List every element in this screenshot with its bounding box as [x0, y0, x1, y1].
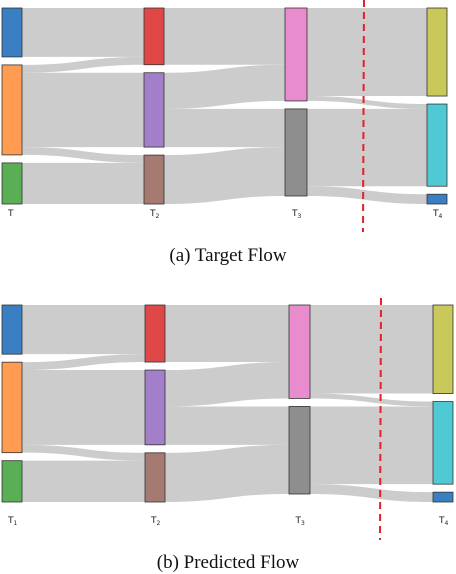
flow-link [307, 8, 427, 97]
flow-link [164, 108, 285, 148]
axis-label-2: T2 [149, 209, 160, 220]
flow-link [165, 305, 289, 363]
stage-nodes [1, 304, 454, 503]
axis-label-1: T [7, 209, 14, 219]
flow-links [22, 8, 427, 204]
flow-link [164, 8, 285, 65]
flow-link [164, 64, 285, 109]
stage-node-c2 [284, 108, 308, 197]
predicted-flow-caption: (b) Predicted Flow [157, 552, 300, 573]
flow-link [22, 354, 145, 371]
axis-label-4: T4 [438, 516, 449, 527]
axis-label-1: T1 [7, 516, 18, 527]
stage-node-d2 [432, 401, 454, 485]
stage-node-b1 [144, 304, 166, 363]
flow-link [307, 108, 427, 187]
flow-link [22, 444, 145, 461]
stage-node-d2 [426, 103, 448, 187]
flow-link [165, 362, 289, 407]
flow-link [22, 162, 144, 204]
stage-node-c1 [284, 7, 308, 102]
stage-node-a1 [1, 7, 23, 58]
flow-link [310, 406, 433, 485]
flow-link [22, 72, 144, 148]
stage-node-d1 [426, 7, 448, 97]
flow-link [307, 186, 427, 204]
target-flow-caption: (a) Target Flow [169, 245, 286, 266]
stage-node-d3 [426, 193, 448, 205]
flow-link [165, 444, 289, 502]
axis-label-3: T3 [295, 516, 306, 527]
flow-link [164, 147, 285, 204]
stage-node-a3 [1, 162, 23, 205]
axis-label-3: T3 [291, 209, 302, 220]
stage-node-b3 [143, 154, 165, 205]
stage-nodes [1, 7, 448, 205]
flow-link [22, 305, 145, 355]
flow-link [310, 393, 433, 407]
predicted-flow-panel: T1 T2 T3 T4 [1, 297, 454, 541]
axis-label-4: T4 [432, 209, 443, 220]
stage-node-a2 [1, 361, 23, 454]
stage-node-a2 [1, 64, 23, 156]
flow-links [22, 305, 433, 502]
stage-node-c2 [288, 406, 311, 495]
stage-node-b2 [144, 369, 166, 446]
flow-link [22, 460, 145, 502]
flow-link [307, 96, 427, 109]
flow-link [22, 370, 145, 445]
stage-node-c1 [288, 304, 311, 399]
axis-label-2: T2 [150, 516, 161, 527]
flow-link [22, 147, 144, 163]
target-flow-panel: T T2 T3 T4 [1, 0, 448, 233]
stage-node-a1 [1, 304, 23, 355]
flow-link [310, 305, 433, 394]
flow-link [165, 406, 289, 445]
cutoff-dashed-line [362, 0, 365, 233]
cutoff-dashed-line [379, 297, 382, 541]
stage-node-b3 [144, 452, 166, 503]
flow-link [22, 56, 144, 73]
stage-node-b2 [143, 72, 165, 148]
stage-node-a3 [1, 460, 23, 503]
flow-link [310, 484, 433, 502]
stage-node-d1 [432, 304, 454, 394]
stage-node-d3 [432, 491, 454, 503]
stage-node-b1 [143, 7, 165, 66]
flow-link [22, 8, 144, 57]
